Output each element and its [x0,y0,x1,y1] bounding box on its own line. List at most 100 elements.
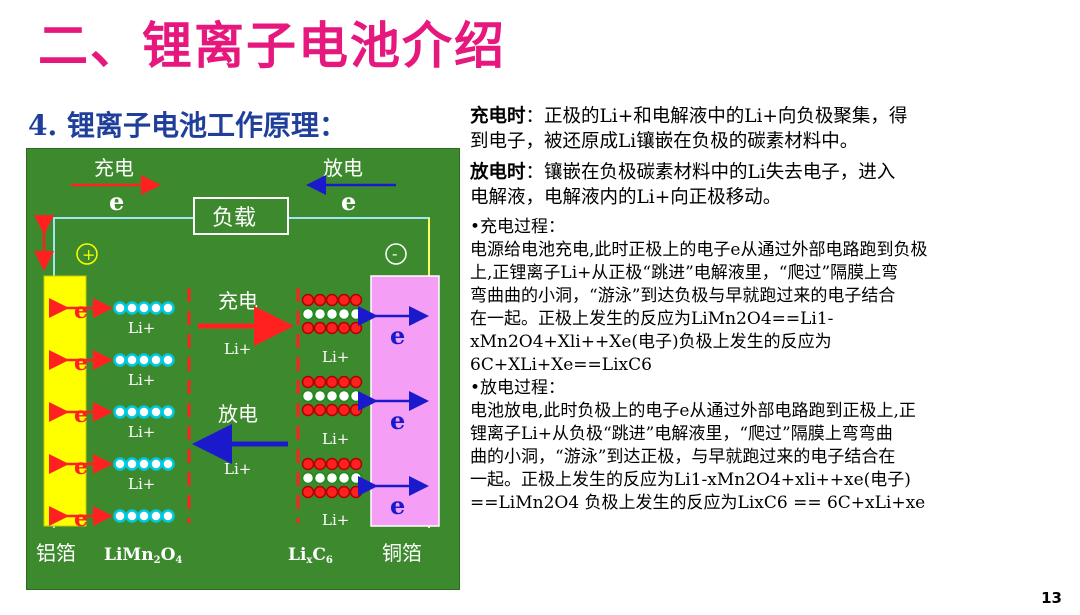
lithium-particle [137,457,151,471]
svg-text:Li+: Li+ [128,423,155,441]
carbon-particle [325,471,339,485]
carbon-particle [337,403,351,417]
explanation-text: 充电时：正极的Li+和电解液中的Li+向负极聚集，得 到电子，被还原成Li镶嵌在… [470,104,1060,515]
carbon-particle [349,457,363,471]
lithium-particle [125,509,139,523]
anode-li-labels: Li+ Li+ Li+ [322,348,349,529]
lithium-particle [161,353,175,367]
lithium-particle [113,405,127,419]
carbon-particle [301,389,315,403]
electron-right-label: e [341,187,356,216]
charge-top-label: 充电 [94,156,134,180]
svg-text:Li+: Li+ [322,430,349,448]
carbon-particle [337,307,351,321]
carbon-particle [337,389,351,403]
carbon-particle [337,293,351,307]
section-heading: 4. 锂离子电池工作原理： [28,109,347,142]
carbon-particle [313,375,327,389]
carbon-particle [337,471,351,485]
svg-text:e: e [74,402,88,428]
lithium-particle [149,457,163,471]
carbon-particle [313,307,327,321]
lithium-particle [161,457,175,471]
lithium-particle [161,509,175,523]
carbon-particle [313,457,327,471]
load-box [193,197,289,235]
anode-electrons: e e e [358,306,429,520]
carbon-particle [313,403,327,417]
lixc6-label: LixC6 [288,545,333,566]
cathode-electrons: e e e e e [49,298,113,532]
lithium-particle [161,405,175,419]
carbon-particle [325,389,339,403]
lithium-particle [125,457,139,471]
aluminum-foil-label: 铝箔 [36,541,76,565]
carbon-particle [313,471,327,485]
lithium-particle [125,405,139,419]
lithium-particle [149,509,163,523]
lithium-particle [125,301,139,315]
carbon-particle [349,471,363,485]
carbon-particle [313,321,327,335]
load-label: 负载 [212,206,256,231]
carbon-particle [349,307,363,321]
negative-sign: - [392,244,397,263]
svg-text:e: e [74,350,88,376]
carbon-particle [325,375,339,389]
discharge-mid-label: 放电 [218,402,258,426]
lithium-particle [113,353,127,367]
lithium-particle [113,301,127,315]
lithium-particle [149,353,163,367]
anode-carbon-rows [301,293,363,499]
carbon-particle [325,307,339,321]
positive-sign: + [82,245,95,264]
carbon-particle [325,293,339,307]
carbon-particle [337,457,351,471]
carbon-particle [337,375,351,389]
carbon-particle [301,321,315,335]
lithium-particle [149,405,163,419]
carbon-particle [349,293,363,307]
carbon-particle [337,485,351,499]
charge-mid-label: 充电 [218,289,258,313]
lithium-particle [137,353,151,367]
svg-text:e: e [390,321,405,350]
carbon-particle [301,293,315,307]
li-ion-mid-1: Li+ [224,340,251,358]
carbon-particle [301,375,315,389]
lithium-particle [125,353,139,367]
svg-text:e: e [74,298,88,324]
electron-left-label: e [109,187,124,216]
cathode-lithium-rows [113,301,175,523]
lithium-particle [137,509,151,523]
carbon-particle [337,321,351,335]
svg-text:Li+: Li+ [128,475,155,493]
carbon-particle [325,485,339,499]
cathode-li-labels: Li+ Li+ Li+ Li+ [128,319,155,493]
svg-text:e: e [390,406,405,435]
lithium-particle [113,509,127,523]
lithium-particle [137,405,151,419]
svg-text:e: e [390,491,405,520]
charge-desc: 充电时：正极的Li+和电解液中的Li+向负极聚集，得 [470,106,908,127]
negative-terminal [385,243,407,265]
lithium-particle [161,301,175,315]
battery-diagram: 充电 e 放电 e 负载 + - e e e e e [26,148,460,590]
page-title: 二、锂离子电池介绍 [38,17,506,75]
carbon-particle [325,403,339,417]
positive-terminal [76,243,98,265]
carbon-particle [349,321,363,335]
limn2o4-label: LiMn2O4 [104,545,182,566]
charge-desc-2: 到电子，被还原成Li镶嵌在负极的碳素材料中。 [470,131,859,152]
discharge-desc: 放电时：镶嵌在负极碳素材料中的Li失去电子，进入 [470,162,896,183]
carbon-particle [349,485,363,499]
carbon-particle [301,403,315,417]
carbon-particle [313,293,327,307]
discharge-process-title: •放电过程： [470,378,566,398]
carbon-particle [349,389,363,403]
carbon-particle [349,403,363,417]
svg-text:e: e [74,454,88,480]
carbon-particle [301,457,315,471]
carbon-particle [301,307,315,321]
svg-text:Li+: Li+ [128,319,155,337]
